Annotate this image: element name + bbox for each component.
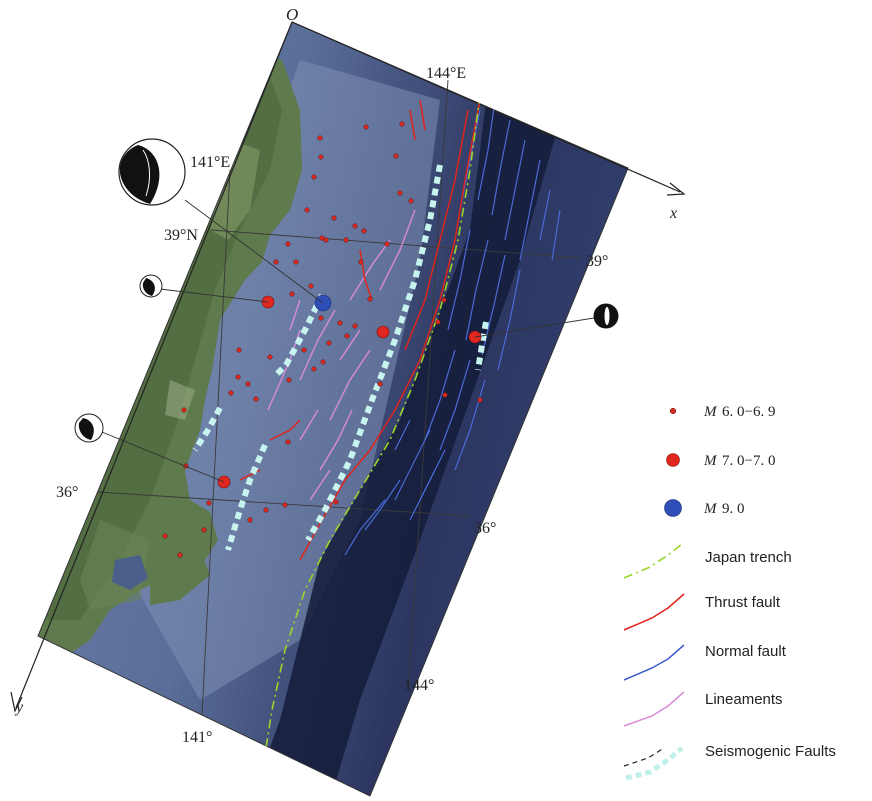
legend-japan-trench-label: Japan trench [705,549,792,566]
y-axis-label: y [14,699,24,716]
legend-lineaments-label: Lineaments [705,691,783,708]
lon-144-top-label: 144°E [426,65,466,82]
beachball-small-icon [139,274,163,298]
lat-39-right-label: 39° [586,253,608,270]
legend-m6-symbol: M [703,404,718,420]
legend-item-m6: M 6. 0−6. 9 [669,404,775,420]
legend-item-lineaments: Lineaments [623,691,783,727]
legend-m7-range: 7. 0−7. 0 [722,453,775,469]
legend-item-japan-trench: Japan trench [623,543,792,579]
legend-item-normal-fault: Normal fault [623,643,787,681]
lat-36-right-label: 36° [474,520,496,537]
map-frame [37,21,629,797]
beachball-east-icon [593,303,619,329]
lon-141-top-label: 141°E [190,154,230,171]
legend: M 6. 0−6. 9 M 7. 0−7. 0 M 9. 0 Japan tre… [623,404,836,781]
japan-trench [263,94,481,761]
legend-m9-range: 9. 0 [722,501,745,517]
normal-faults [344,99,561,556]
focal-mechanism-leaders [101,199,595,483]
legend-m7-symbol: M [703,453,718,469]
beachball-large-icon [118,138,186,206]
legend-m9-symbol: M [703,501,718,517]
lon-141-bottom-label: 141° [182,729,212,746]
axis-x [291,21,686,196]
seismogenic-faults [192,164,489,551]
epicenters-m6 [162,121,483,558]
beachball-south-icon [74,413,104,443]
origin-label: O [286,5,298,24]
x-axis-label: x [669,205,677,222]
legend-item-m9: M 9. 0 [664,499,745,517]
axis-y [10,21,293,713]
legend-normal-fault-label: Normal fault [705,643,787,660]
lat-36-left-label: 36° [56,484,78,501]
legend-m6-range: 6. 0−6. 9 [722,404,775,420]
lat-39-left-label: 39°N [164,227,198,244]
legend-seismogenic-label: Seismogenic Faults [705,743,836,760]
legend-item-thrust-fault: Thrust fault [623,593,781,631]
lon-144-bottom-label: 144° [404,677,434,694]
legend-thrust-fault-label: Thrust fault [705,594,781,611]
legend-item-seismogenic: Seismogenic Faults [623,743,836,781]
legend-item-m7: M 7. 0−7. 0 [666,453,775,469]
